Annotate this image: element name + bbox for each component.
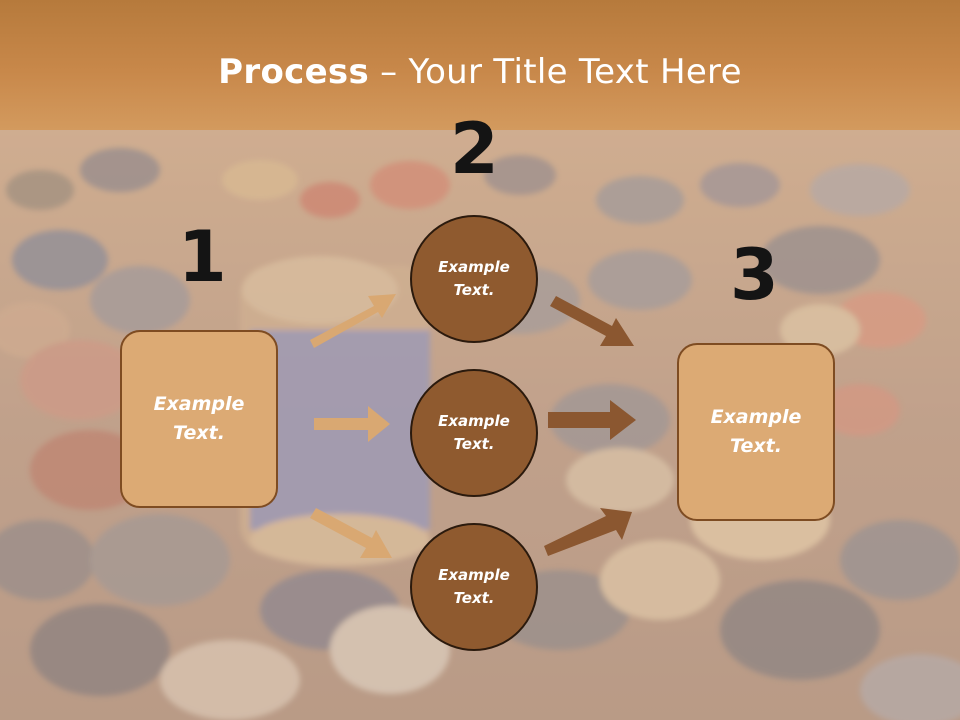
arrow-bottom-to-3 [544,508,632,556]
step-number-3: 3 [730,234,779,316]
arrow-middle-to-3 [548,400,636,440]
arrow-1-to-middle [314,406,390,442]
circle-top-text-line2: Text. [453,281,495,299]
circle-bottom-text-line2: Text. [453,589,495,607]
step-2-circle-middle: Example Text. [410,369,538,497]
arrow-1-to-top [310,294,396,348]
slide-title: Process – Your Title Text Here [0,52,960,92]
step-number-2: 2 [450,108,499,190]
step-3-text-line1: Example [710,406,802,428]
step-3-box: Example Text. [677,343,835,521]
arrow-1-to-bottom [310,508,392,558]
circle-bottom-text-line1: Example [438,566,510,584]
arrow-top-to-3 [550,296,634,346]
slide-title-rest: – Your Title Text Here [369,52,742,92]
step-number-1: 1 [178,216,227,298]
slide-title-bold: Process [218,52,370,92]
step-1-text-line1: Example [153,393,245,415]
step-1-box: Example Text. [120,330,278,508]
step-2-circle-bottom: Example Text. [410,523,538,651]
step-1-text-line2: Text. [173,422,225,444]
circle-middle-text-line2: Text. [453,435,495,453]
circle-middle-text-line1: Example [438,412,510,430]
step-3-text-line2: Text. [730,435,782,457]
title-band [0,0,960,130]
circle-top-text-line1: Example [438,258,510,276]
step-2-circle-top: Example Text. [410,215,538,343]
